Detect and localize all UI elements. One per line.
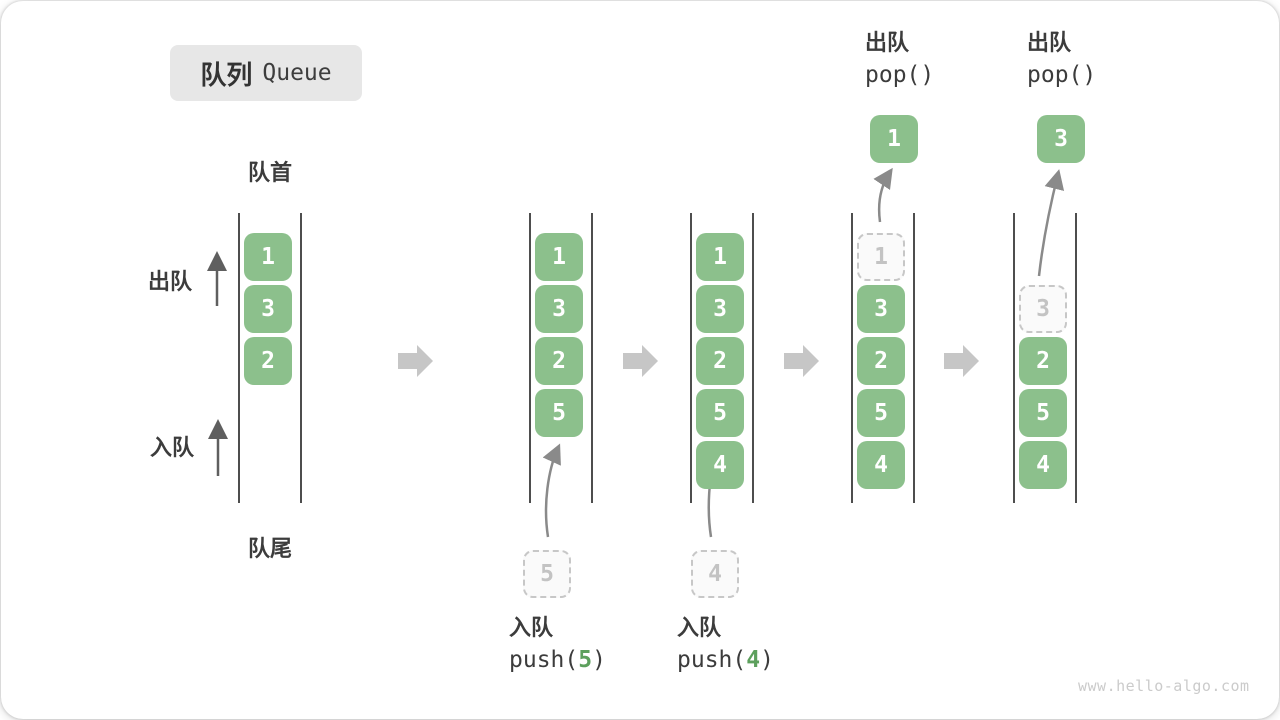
code-close: ) [592, 647, 606, 673]
pop1-caption-code: pop() [865, 62, 935, 88]
queue-cell: 2 [535, 337, 583, 385]
push5-caption: 入队 push(5) [509, 613, 606, 677]
queue-rear-label: 队尾 [247, 536, 292, 561]
incoming-element: 5 [523, 550, 571, 598]
queue-cell: 5 [696, 389, 744, 437]
queue-cell: 3 [244, 285, 292, 333]
queue-cell: 4 [1019, 441, 1067, 489]
queue-container-1 [238, 213, 302, 503]
queue-cell: 5 [857, 389, 905, 437]
pop2-caption-code: pop() [1027, 62, 1097, 88]
queue-cell: 5 [1019, 389, 1067, 437]
queue-cell: 1 [535, 233, 583, 281]
diagram-title: 队列 Queue [170, 45, 362, 101]
push4-caption: 入队 push(4) [677, 613, 774, 677]
title-zh: 队列 [200, 59, 253, 90]
queue-cell: 2 [1019, 337, 1067, 385]
popped-element: 1 [870, 115, 918, 163]
queue-container-5 [1013, 213, 1077, 503]
queue-cell: 3 [696, 285, 744, 333]
queue-cell: 5 [535, 389, 583, 437]
pop1-caption: 出队 pop() [865, 28, 934, 92]
queue-cell: 2 [244, 337, 292, 385]
queue-cell: 1 [244, 233, 292, 281]
incoming-element: 4 [691, 550, 739, 598]
push5-caption-code: push(5) [509, 643, 606, 677]
queue-cell: 3 [857, 285, 905, 333]
queue-cell: 4 [696, 441, 744, 489]
enqueue-side-label: 入队 [150, 435, 195, 460]
code-close: ) [760, 647, 774, 673]
push5-caption-label: 入队 [509, 615, 554, 640]
pop2-caption: 出队 pop() [1027, 28, 1096, 92]
pop1-caption-label: 出队 [865, 30, 910, 55]
code-fn: push( [509, 647, 579, 673]
watermark: www.hello-algo.com [1078, 677, 1250, 695]
code-fn: push( [677, 647, 747, 673]
queue-cell: 2 [857, 337, 905, 385]
title-en: Queue [262, 60, 332, 86]
push4-caption-code: push(4) [677, 643, 774, 677]
queue-cell: 2 [696, 337, 744, 385]
push4-caption-label: 入队 [677, 615, 722, 640]
removed-cell: 3 [1019, 285, 1067, 333]
popped-element: 3 [1037, 115, 1085, 163]
queue-cell: 1 [696, 233, 744, 281]
code-arg: 4 [746, 647, 761, 673]
queue-container-4 [851, 213, 915, 503]
removed-cell: 1 [857, 233, 905, 281]
pop2-caption-label: 出队 [1027, 30, 1072, 55]
queue-cell: 3 [535, 285, 583, 333]
queue-container-3 [690, 213, 754, 503]
dequeue-side-label: 出队 [148, 269, 193, 294]
queue-front-label: 队首 [247, 160, 292, 185]
queue-container-2 [529, 213, 593, 503]
code-arg: 5 [578, 647, 593, 673]
queue-cell: 4 [857, 441, 905, 489]
